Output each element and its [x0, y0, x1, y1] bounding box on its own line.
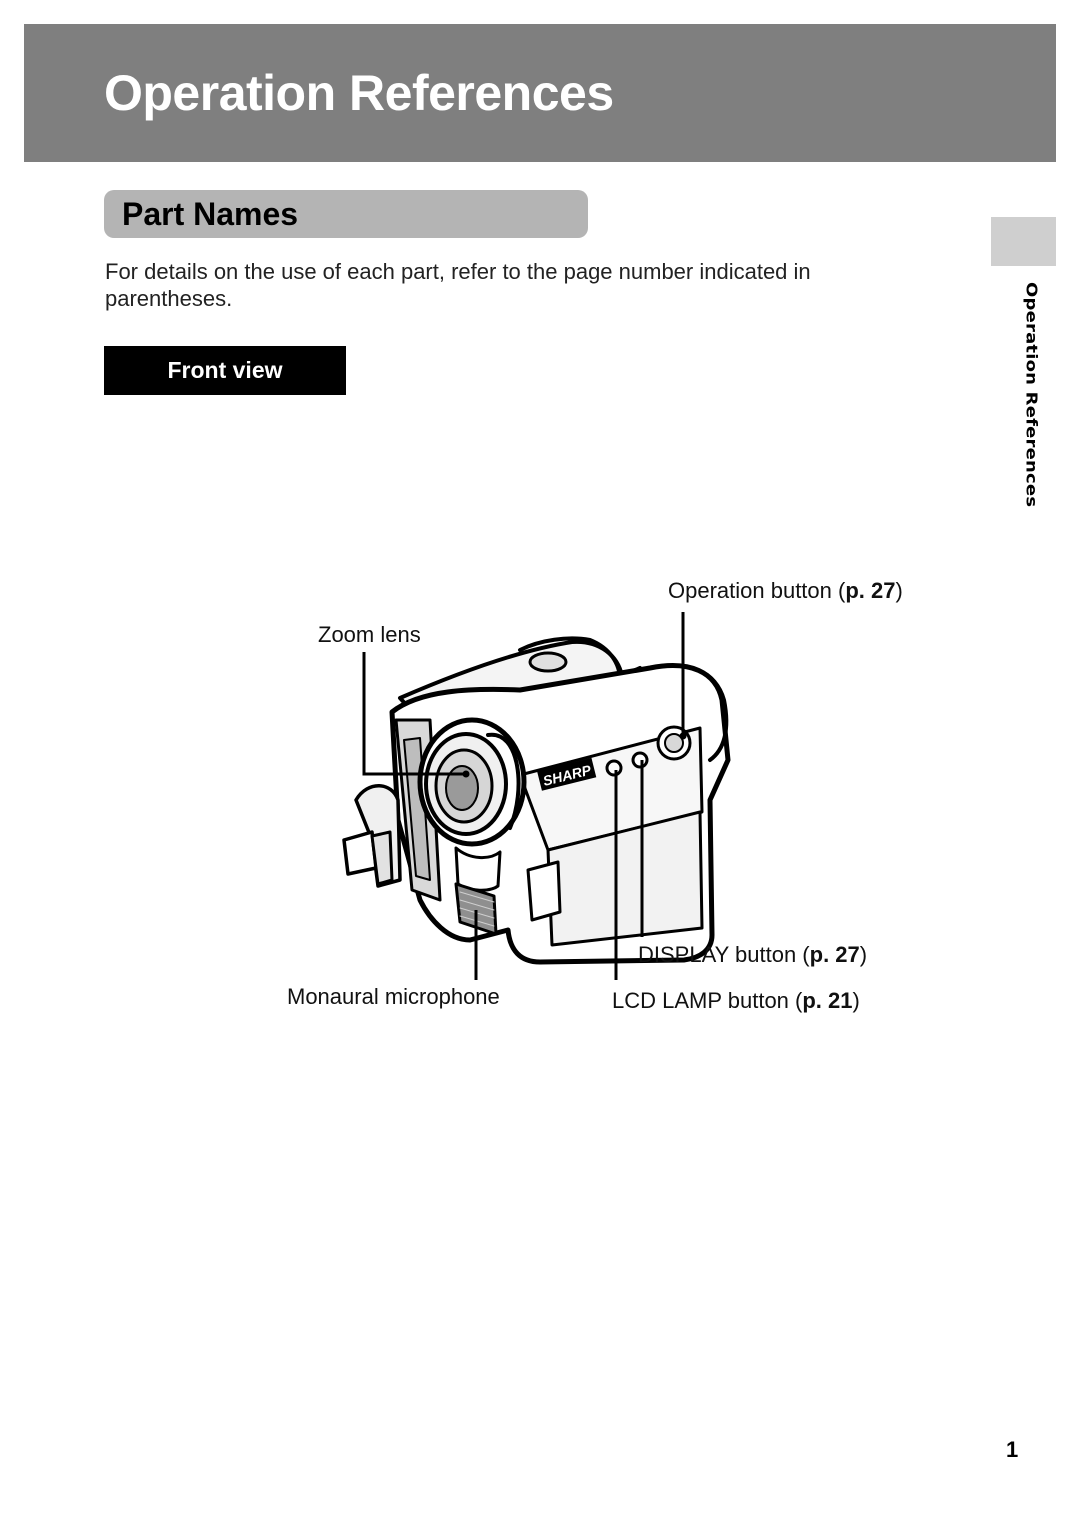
camcorder-body	[342, 636, 731, 965]
page-title: Operation References	[104, 65, 614, 121]
intro-paragraph: For details on the use of each part, ref…	[105, 259, 811, 311]
monaural-microphone-callout: Monaural microphone	[287, 984, 500, 1009]
subsection-heading: Front view	[104, 346, 346, 395]
zoom-lens-leader	[362, 652, 466, 776]
section-title: Part Names	[122, 196, 299, 232]
display-button-callout: DISPLAY button (p. 27)	[638, 942, 868, 967]
leader-lines	[362, 612, 685, 980]
side-index-tab	[991, 217, 1056, 266]
page-number: 1	[1006, 1437, 1019, 1462]
section-heading-bar: Part Names	[104, 190, 588, 238]
side-index-label: Operation References	[1022, 282, 1040, 508]
operation-button-callout: Operation button (p. 27)	[668, 578, 903, 603]
lcd-lamp-button-callout: LCD LAMP button (p. 21)	[612, 988, 860, 1013]
zoom-lens-callout: Zoom lens	[318, 622, 421, 647]
title-band: Operation References	[24, 24, 1056, 162]
